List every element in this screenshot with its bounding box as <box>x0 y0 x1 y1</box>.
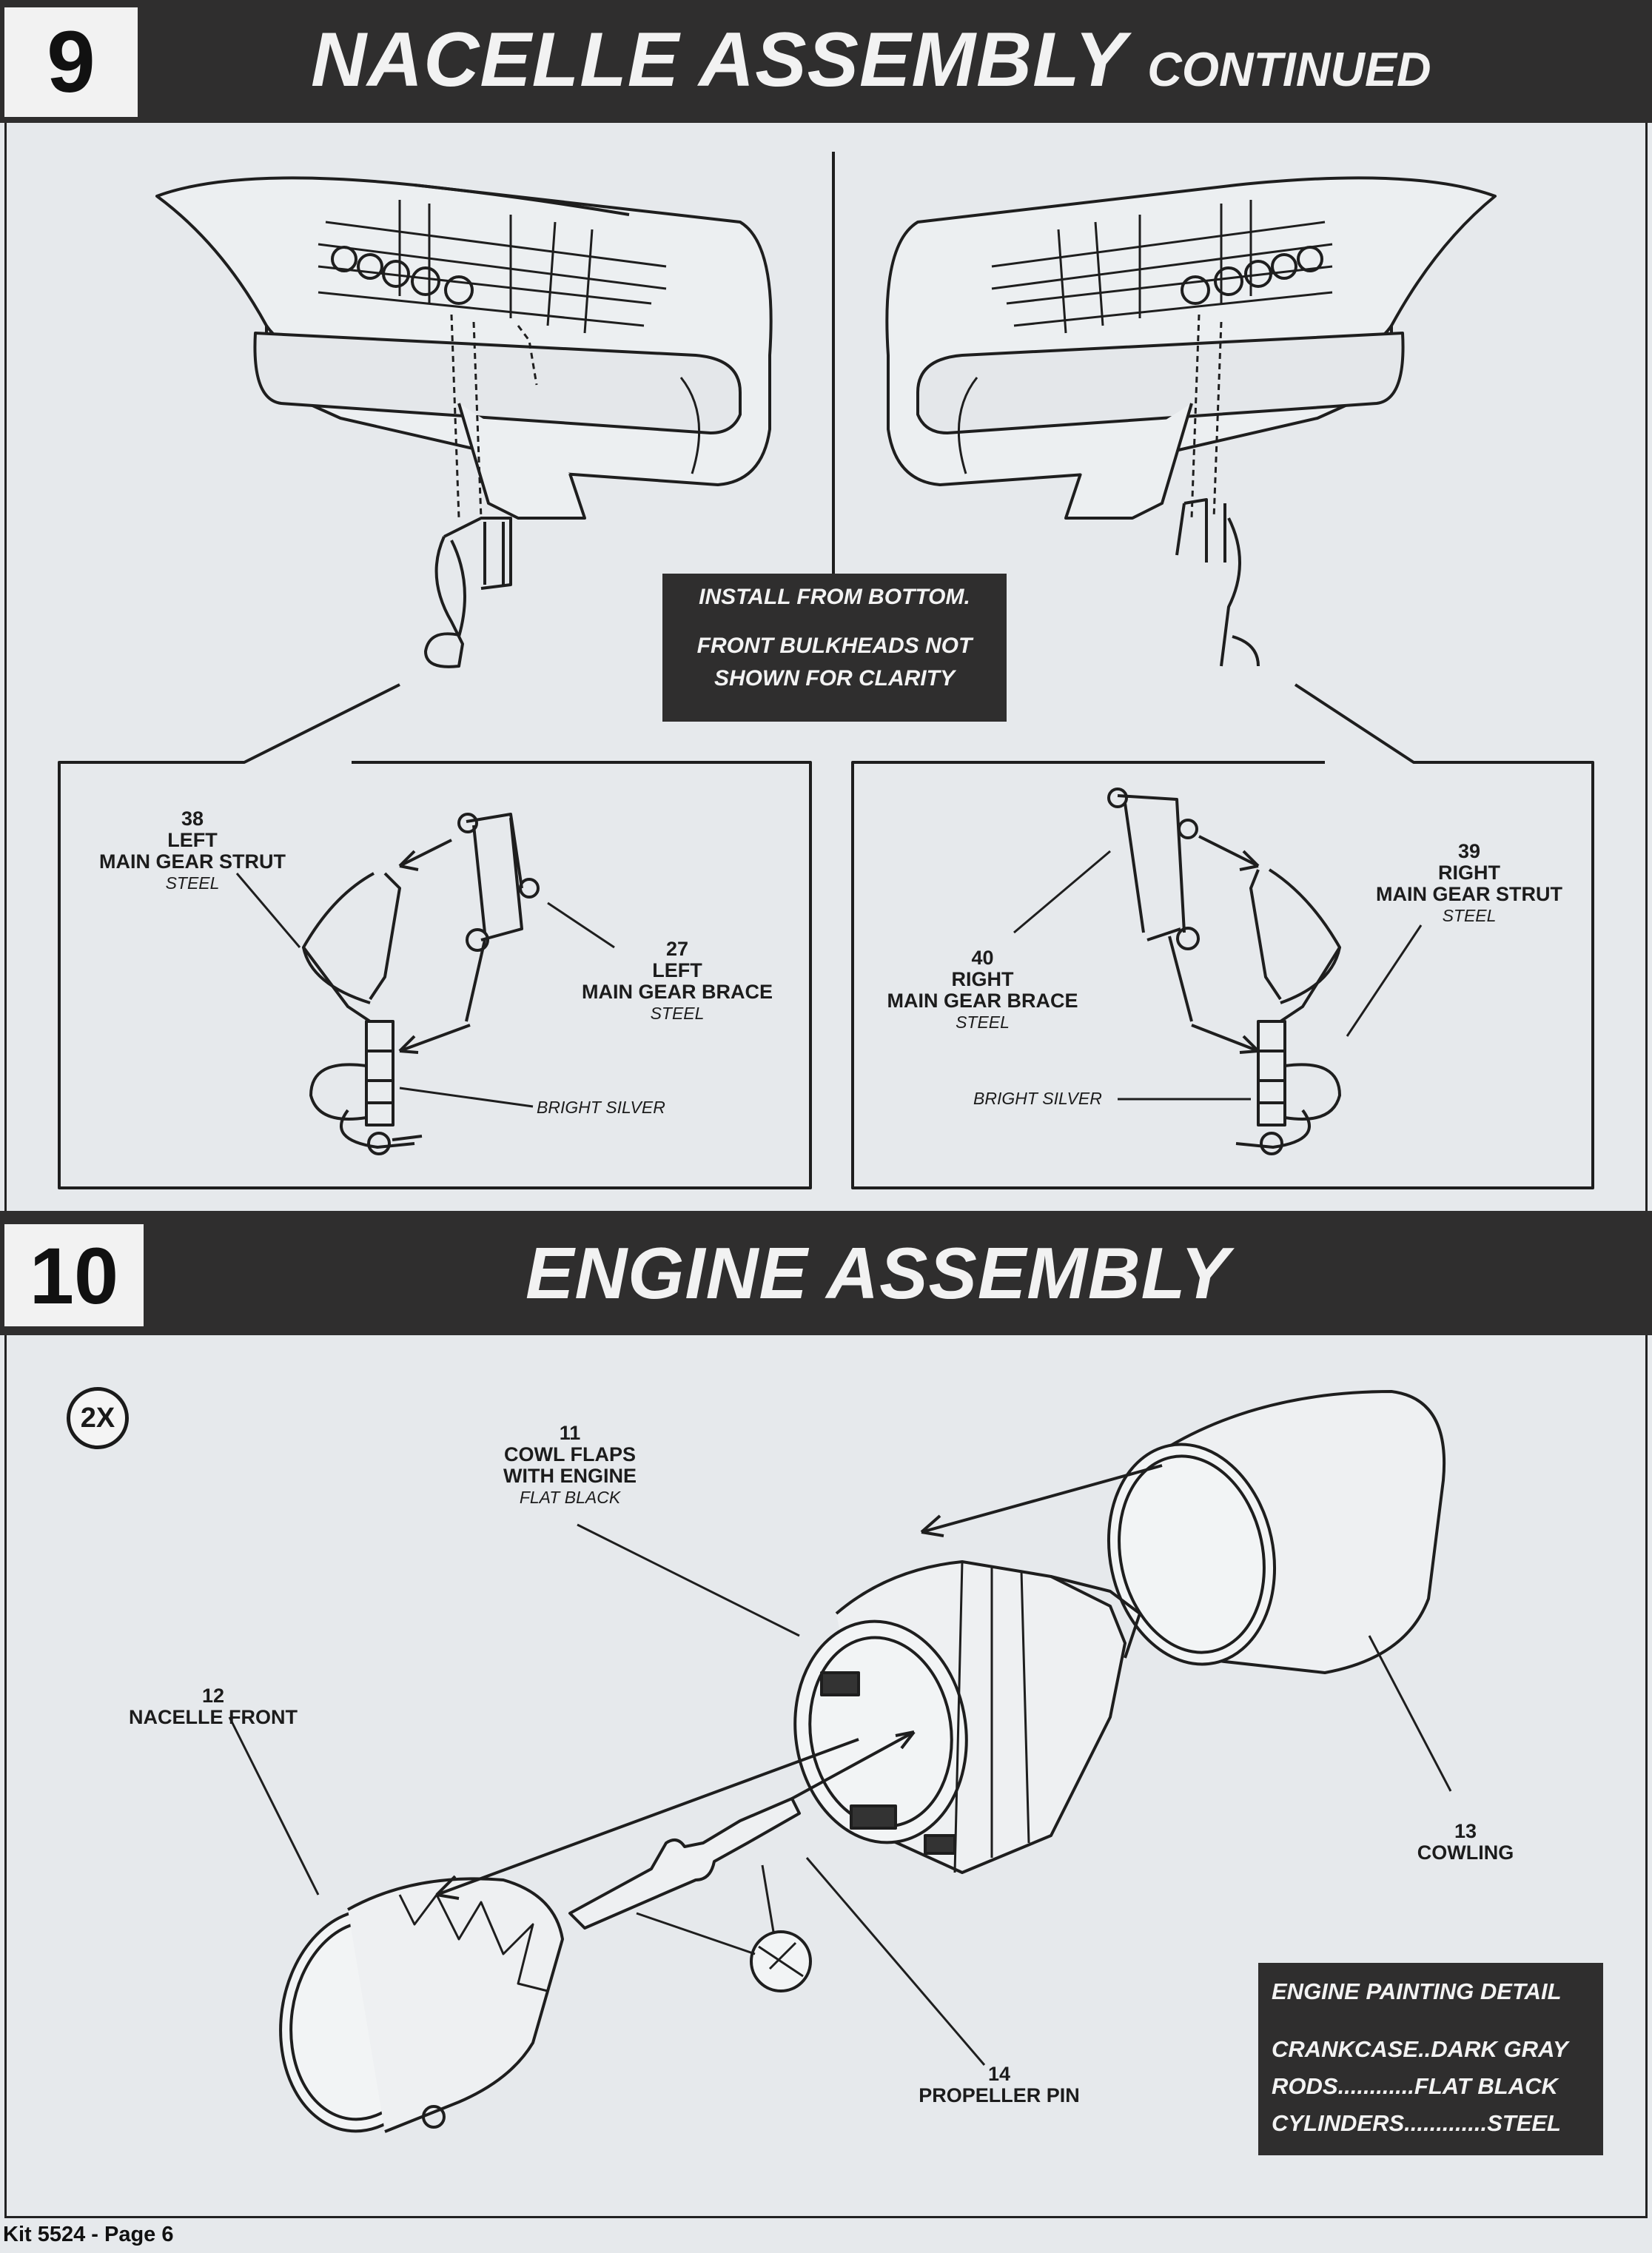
part-40-paint: STEEL <box>956 1013 1010 1032</box>
part-13-label: 13 COWLING <box>1377 1821 1554 1864</box>
step10-frame <box>4 1335 1648 2218</box>
part-39-number: 39 <box>1457 840 1481 862</box>
page-footer: Kit 5524 - Page 6 <box>3 2223 174 2246</box>
part-11-label: 11 COWL FLAPS WITH ENGINE FLAT BLACK <box>459 1423 681 1508</box>
part-38-label: 38 LEFT MAIN GEAR STRUT STEEL <box>81 808 303 894</box>
install-note-line1: INSTALL FROM BOTTOM. <box>699 585 970 609</box>
install-note: INSTALL FROM BOTTOM. FRONT BULKHEADS NOT… <box>662 574 1007 722</box>
part-11-number: 11 <box>559 1422 581 1444</box>
part-39-paint: STEEL <box>1442 906 1497 925</box>
install-note-line3: SHOWN FOR CLARITY <box>714 666 955 691</box>
right-bright-silver-label: BRIGHT SILVER <box>973 1089 1102 1108</box>
part-40-label: 40 RIGHT MAIN GEAR BRACE STEEL <box>873 947 1092 1033</box>
left-bright-silver-label: BRIGHT SILVER <box>537 1098 665 1117</box>
part-27-number: 27 <box>665 938 689 960</box>
part-38-paint: STEEL <box>165 873 220 893</box>
part-12-number: 12 <box>201 1685 225 1707</box>
install-note-line2: FRONT BULKHEADS NOT <box>696 634 973 658</box>
part-38-line2: MAIN GEAR STRUT <box>99 850 286 873</box>
step10-header: 10 ENGINE ASSEMBLY <box>0 1211 1652 1335</box>
painting-detail-box: ENGINE PAINTING DETAIL CRANKCASE..DARK G… <box>1258 1963 1603 2155</box>
step9-number: 9 <box>4 7 138 117</box>
part-11-line2: WITH ENGINE <box>503 1465 637 1487</box>
part-14-label: 14 PROPELLER PIN <box>888 2064 1110 2106</box>
part-13-name: COWLING <box>1417 1841 1514 1864</box>
part-27-line2: MAIN GEAR BRACE <box>581 981 773 1003</box>
part-40-line1: RIGHT <box>951 968 1014 990</box>
part-14-name: PROPELLER PIN <box>919 2084 1080 2106</box>
part-39-line1: RIGHT <box>1438 862 1500 884</box>
multiplier-badge: 2X <box>67 1387 129 1449</box>
step9-header: 9 NACELLE ASSEMBLY CONTINUED <box>0 0 1652 123</box>
part-11-line1: COWL FLAPS <box>504 1443 636 1465</box>
part-11-paint: FLAT BLACK <box>519 1488 621 1507</box>
step9-title: NACELLE ASSEMBLY CONTINUED <box>311 16 1431 104</box>
step9-title-main: NACELLE ASSEMBLY <box>311 17 1126 103</box>
step10-title: ENGINE ASSEMBLY <box>526 1232 1230 1314</box>
part-14-number: 14 <box>987 2063 1011 2085</box>
part-39-label: 39 RIGHT MAIN GEAR STRUT STEEL <box>1358 841 1580 927</box>
painting-detail-line1: CRANKCASE..DARK GRAY <box>1272 2036 1568 2062</box>
part-12-name: NACELLE FRONT <box>129 1706 298 1728</box>
part-12-label: 12 NACELLE FRONT <box>102 1685 324 1728</box>
part-13-number: 13 <box>1454 1820 1477 1842</box>
step9-title-suffix: CONTINUED <box>1147 43 1431 96</box>
part-39-line2: MAIN GEAR STRUT <box>1376 883 1562 905</box>
part-27-line1: LEFT <box>652 959 702 981</box>
part-40-line2: MAIN GEAR BRACE <box>887 990 1078 1012</box>
part-27-paint: STEEL <box>650 1004 705 1023</box>
part-40-number: 40 <box>971 947 994 969</box>
painting-detail-line3: CYLINDERS.............STEEL <box>1272 2110 1561 2136</box>
painting-detail-title: ENGINE PAINTING DETAIL <box>1272 1978 1562 2004</box>
part-27-label: 27 LEFT MAIN GEAR BRACE STEEL <box>566 939 788 1024</box>
painting-detail-line2: RODS............FLAT BLACK <box>1272 2073 1558 2099</box>
part-38-number: 38 <box>181 807 204 830</box>
step10-number: 10 <box>4 1224 144 1326</box>
part-38-line1: LEFT <box>167 829 218 851</box>
